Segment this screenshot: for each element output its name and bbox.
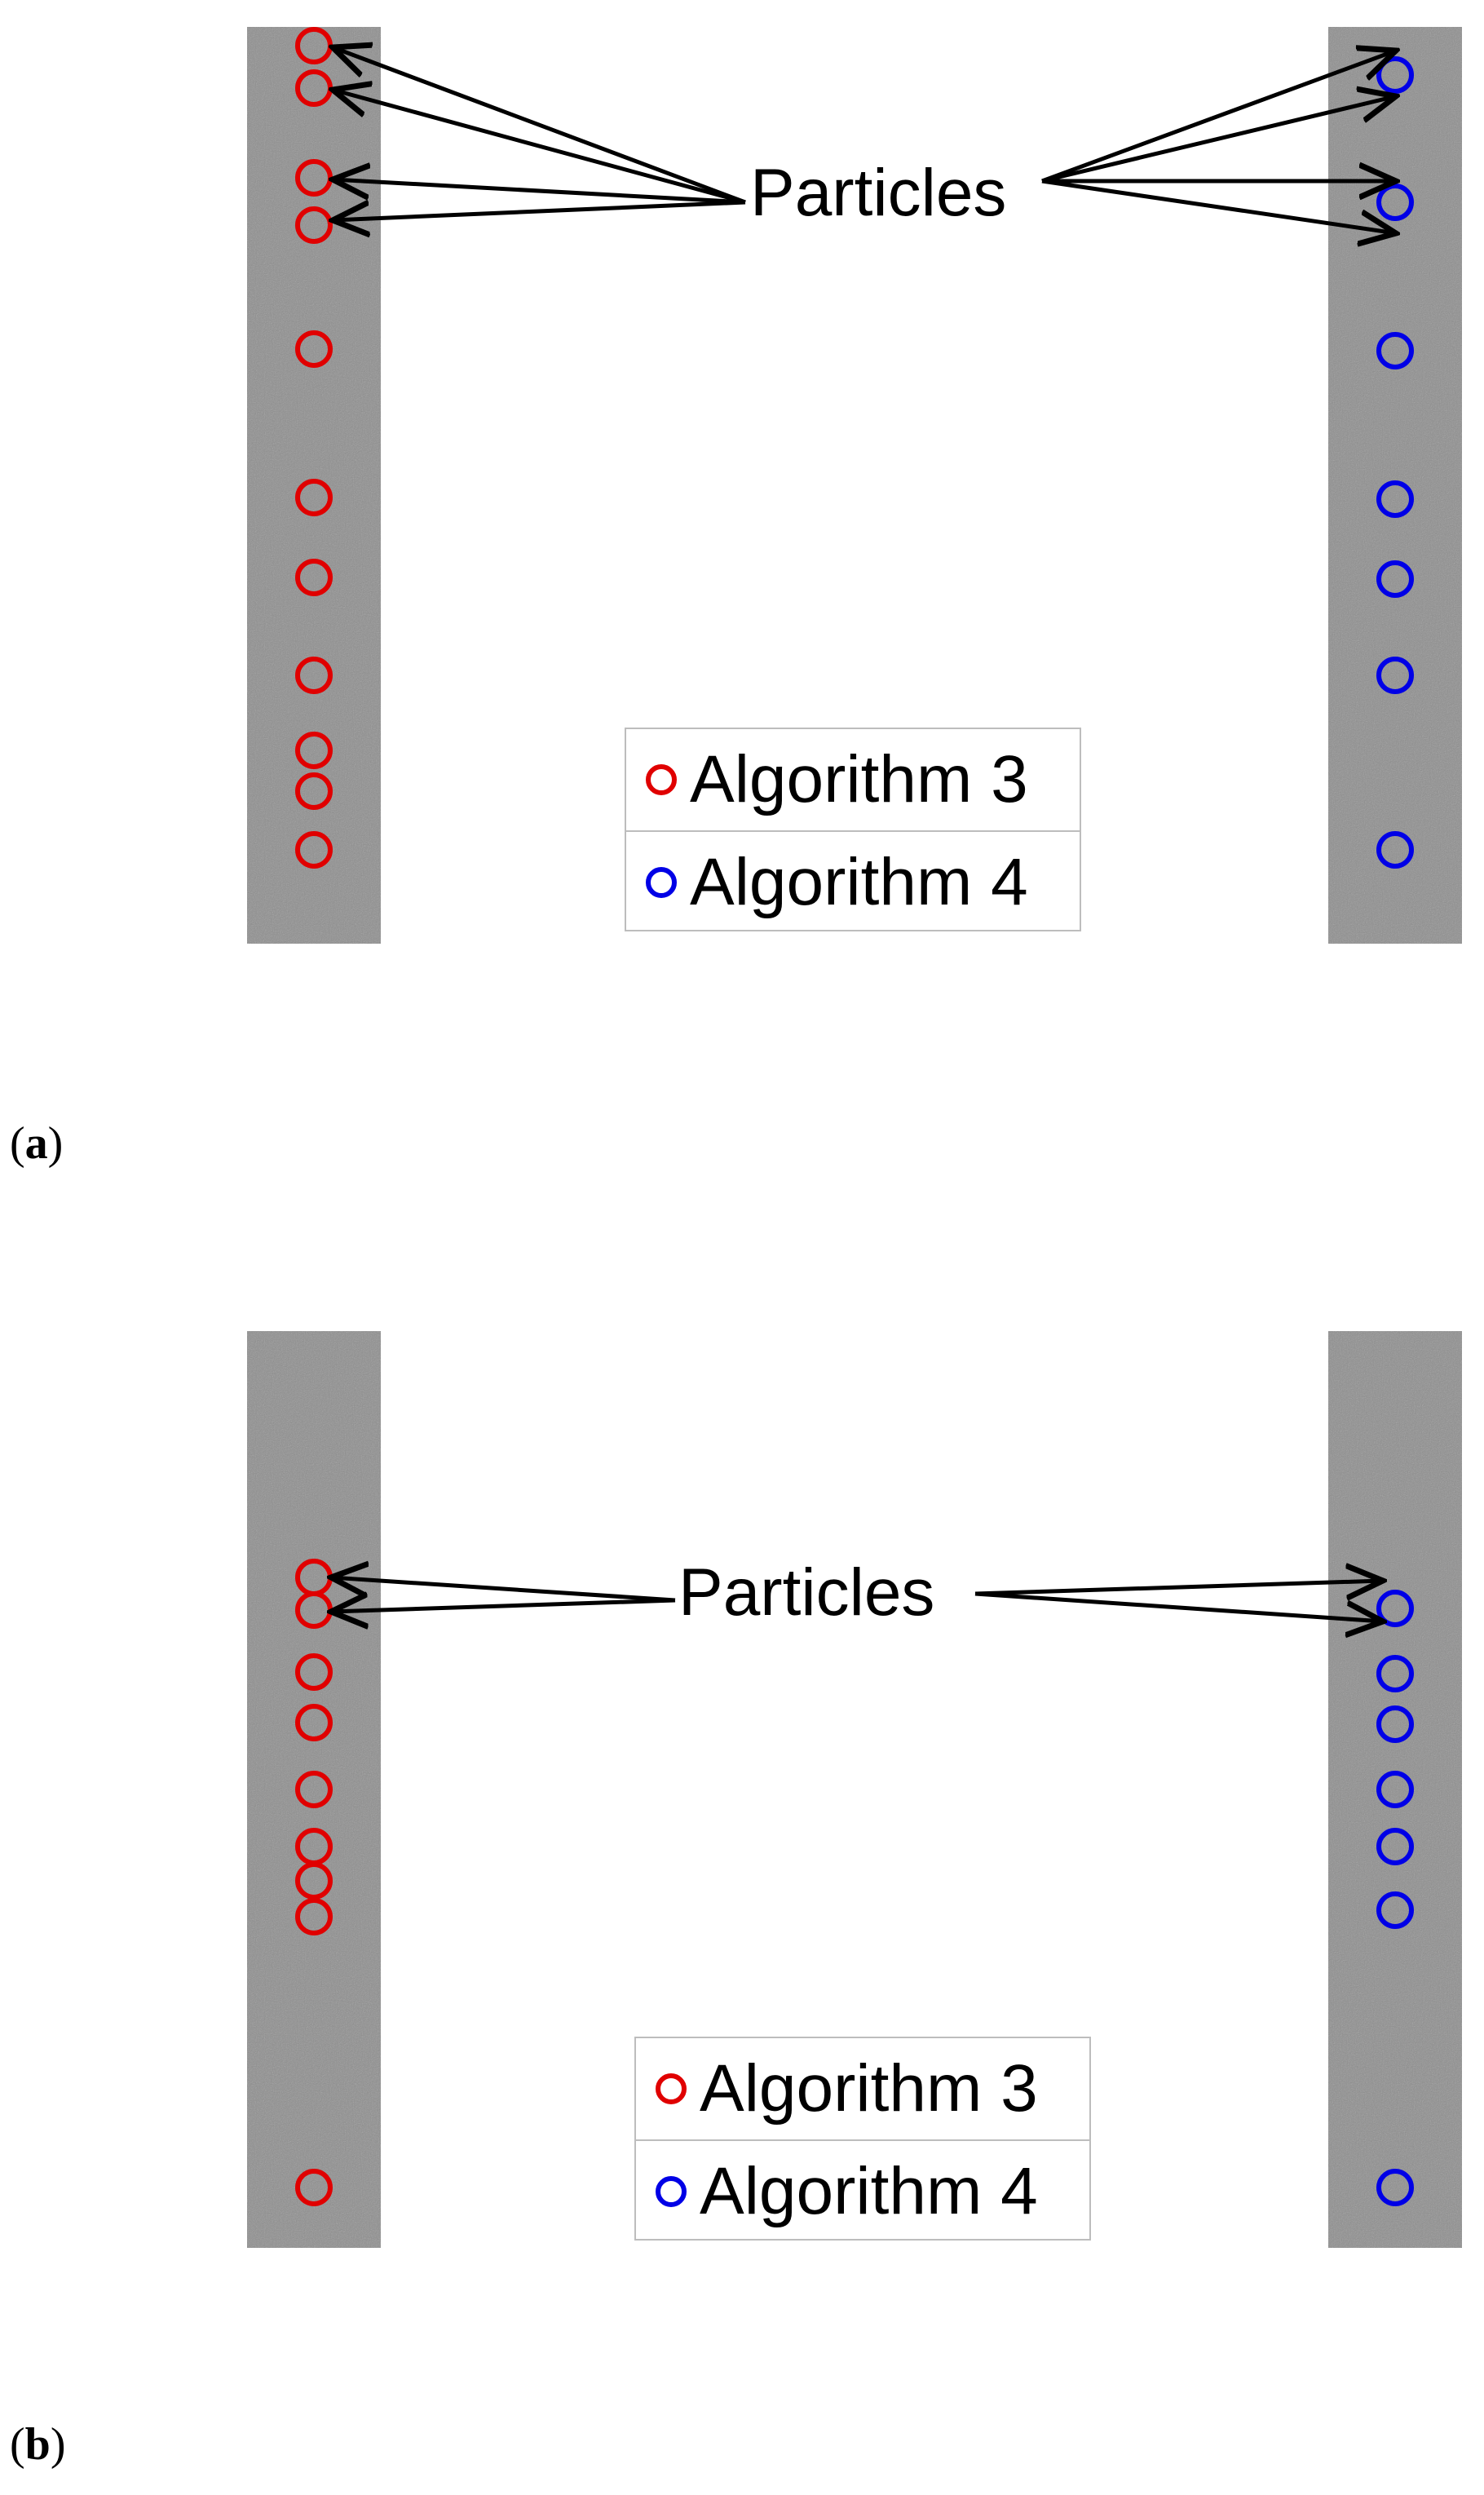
particle-marker [1376, 480, 1414, 518]
particle-marker [1376, 1771, 1414, 1808]
particle-marker [1376, 657, 1414, 694]
particle-marker [1376, 560, 1414, 598]
legend-label: Algorithm 3 [690, 742, 1028, 816]
particle-marker [295, 657, 333, 694]
particle-marker [295, 2169, 333, 2206]
arrow [974, 1581, 1383, 1594]
legend-entry-algorithm3: Algorithm 3 [626, 729, 1080, 830]
legend-label: Algorithm 4 [700, 2154, 1038, 2228]
particle-marker [295, 330, 333, 368]
panel-a-algorithm3-markers [295, 27, 333, 869]
particle-marker [1376, 1705, 1414, 1743]
particle-marker [1376, 1891, 1414, 1929]
panel-b-particles-annotation: Particles [678, 1555, 935, 1630]
particle-marker [295, 831, 333, 869]
panel-a-arrows [333, 47, 1396, 233]
particle-marker [1376, 831, 1414, 869]
blue-circle-icon [646, 867, 677, 898]
arrow [1041, 96, 1396, 184]
panel-b-letter: b [24, 2419, 51, 2470]
legend-entry-algorithm4: Algorithm 4 [636, 2139, 1089, 2242]
panel-b-label: (b) [10, 2419, 66, 2470]
arrow [1041, 179, 1396, 233]
particle-marker [295, 559, 333, 596]
arrow [333, 90, 746, 205]
panel-a-legend: Algorithm 3 Algorithm 4 [625, 728, 1081, 931]
panel-b-legend: Algorithm 3 Algorithm 4 [634, 2037, 1091, 2241]
particle-marker [295, 772, 333, 810]
legend-entry-algorithm4: Algorithm 4 [626, 830, 1080, 933]
particle-marker [295, 479, 333, 516]
particle-marker [295, 1862, 333, 1900]
blue-circle-icon [656, 2176, 687, 2207]
particle-marker [1376, 2169, 1414, 2206]
particle-marker [295, 1898, 333, 1935]
arrow [331, 1577, 676, 1603]
panel-b-left-strip [247, 1331, 381, 2248]
particle-marker [295, 1771, 333, 1808]
arrow [331, 1600, 676, 1612]
arrow [1041, 51, 1396, 184]
panel-b-arrows [331, 1577, 1383, 1621]
red-circle-icon [656, 2073, 687, 2104]
panel-a-letter: a [24, 1118, 48, 1169]
particle-marker [295, 1704, 333, 1741]
panel-b-micrographs [247, 1331, 1462, 2248]
panel-b-right-strip [1328, 1331, 1462, 2248]
particle-marker [1376, 332, 1414, 369]
arrow [974, 1591, 1383, 1621]
legend-entry-algorithm3: Algorithm 3 [636, 2038, 1089, 2139]
legend-label: Algorithm 4 [690, 845, 1028, 919]
legend-label: Algorithm 3 [700, 2051, 1038, 2126]
panel-a-label: (a) [10, 1118, 64, 1169]
particle-marker [1376, 1828, 1414, 1865]
particle-marker [1376, 1655, 1414, 1692]
particle-marker [295, 732, 333, 769]
arrow [333, 179, 746, 205]
arrow [333, 47, 746, 205]
panel-a-particles-annotation: Particles [750, 156, 1007, 230]
particle-marker [295, 1653, 333, 1691]
arrow [333, 202, 746, 220]
red-circle-icon [646, 764, 677, 795]
